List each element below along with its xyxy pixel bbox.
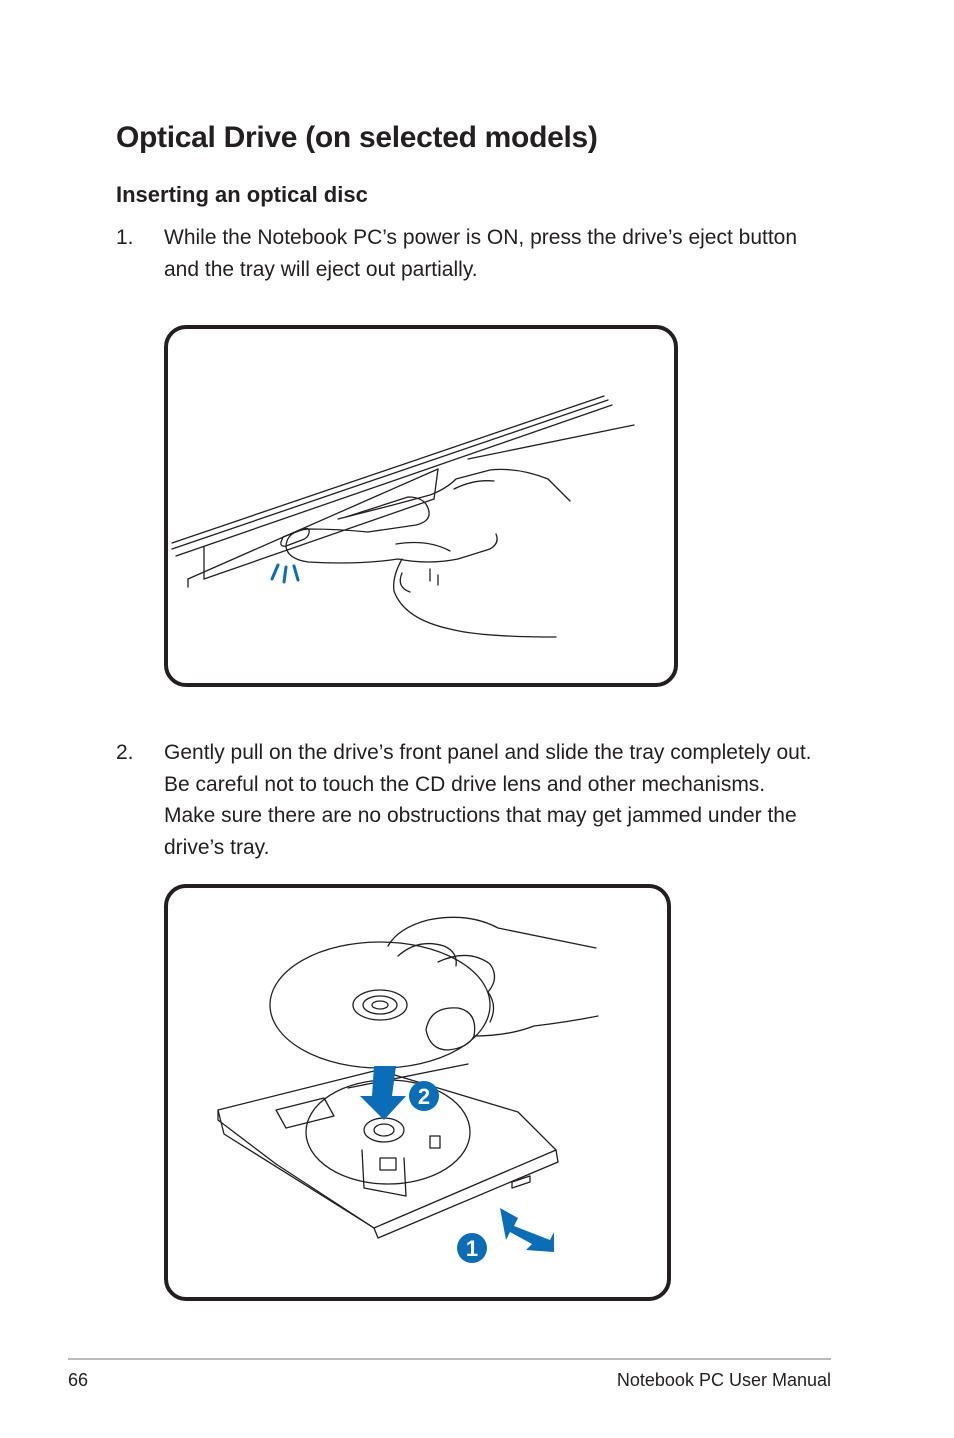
tray-pull-figure: 2 1	[164, 884, 671, 1301]
page-number: 66	[68, 1370, 89, 1390]
eject-press-illustration	[171, 395, 635, 638]
callout-2: 2	[418, 1084, 430, 1109]
callout-1: 1	[466, 1236, 478, 1261]
tray-pull-illustration: 2 1	[217, 916, 599, 1263]
step-1-text: While the Notebook PC’s power is ON, pre…	[164, 226, 798, 281]
step-2-number: 2.	[116, 741, 134, 764]
step-1-number: 1.	[116, 226, 134, 249]
footer-divider	[68, 1358, 831, 1360]
section-subheading: Inserting an optical disc	[116, 182, 368, 207]
step-1: 1. While the Notebook PC’s power is ON, …	[116, 222, 816, 285]
eject-button-figure	[164, 325, 678, 687]
manual-title: Notebook PC User Manual	[616, 1370, 831, 1390]
step-2-text: Gently pull on the drive’s front panel a…	[164, 741, 812, 859]
page-title: Optical Drive (on selected models)	[116, 121, 598, 154]
step-2: 2. Gently pull on the drive’s front pane…	[116, 737, 816, 863]
